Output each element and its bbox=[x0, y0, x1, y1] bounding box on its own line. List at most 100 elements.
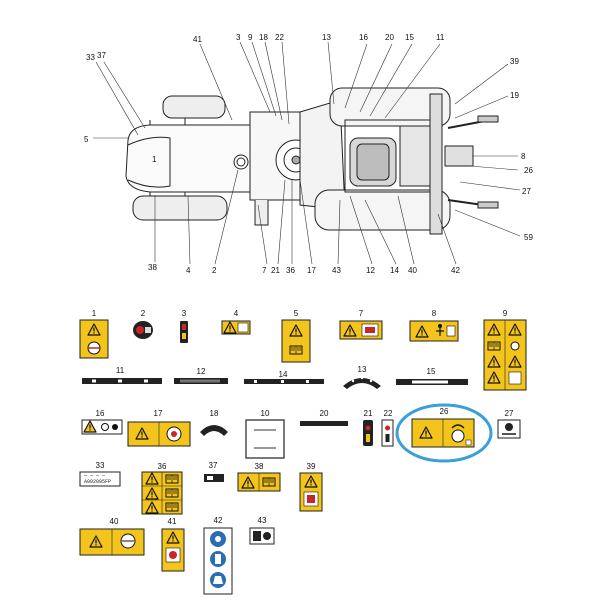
decal-4 bbox=[221, 320, 251, 335]
decal-label-8: 8 bbox=[432, 309, 437, 318]
decal-label-36: 36 bbox=[158, 462, 167, 471]
callout-59: 59 bbox=[524, 233, 533, 242]
decal-label-21: 21 bbox=[364, 409, 373, 418]
decal-label-26: 26 bbox=[440, 407, 449, 416]
callout-1-hood: 1 bbox=[152, 155, 157, 164]
rear-right-fender bbox=[314, 189, 451, 231]
decal-label-20: 20 bbox=[320, 409, 329, 418]
decal-label-10: 10 bbox=[261, 409, 270, 418]
decal-label-3: 3 bbox=[182, 309, 187, 318]
decal-2 bbox=[133, 321, 153, 339]
callout-20: 20 bbox=[385, 33, 394, 42]
callout-39: 39 bbox=[510, 57, 519, 66]
decal-label-15: 15 bbox=[427, 367, 436, 376]
callout-21: 21 bbox=[271, 266, 280, 275]
callout-18: 18 bbox=[259, 33, 268, 42]
decal-33: — — — — A002095FP bbox=[79, 471, 121, 487]
decal-14 bbox=[244, 379, 324, 384]
callout-numbers: 33 37 5 1 41 3 9 18 22 13 16 20 15 11 39… bbox=[84, 33, 533, 275]
decal-3 bbox=[180, 321, 188, 343]
decal-label-33: 33 bbox=[96, 461, 105, 470]
decal-8 bbox=[409, 320, 459, 342]
decal-label-14: 14 bbox=[279, 370, 288, 379]
decal-22 bbox=[381, 419, 394, 447]
decal-37 bbox=[204, 474, 224, 482]
decal-17 bbox=[127, 421, 191, 447]
callout-4: 4 bbox=[186, 266, 191, 275]
callout-8: 8 bbox=[521, 152, 526, 161]
decal-label-37: 37 bbox=[209, 461, 218, 470]
decal-label-39: 39 bbox=[307, 462, 316, 471]
decal-1 bbox=[79, 319, 109, 359]
decal-label-9: 9 bbox=[503, 309, 508, 318]
decal-label-11: 11 bbox=[116, 366, 125, 375]
callout-41: 41 bbox=[193, 35, 202, 44]
callout-42: 42 bbox=[451, 266, 460, 275]
callout-16: 16 bbox=[359, 33, 368, 42]
decal-labels-row1: 1 2 3 4 5 7 8 9 bbox=[92, 309, 508, 318]
decal-36 bbox=[141, 471, 183, 515]
front-right-tire bbox=[132, 195, 228, 221]
decal-label-40: 40 bbox=[110, 517, 119, 526]
callout-12: 12 bbox=[366, 266, 375, 275]
callout-3: 3 bbox=[236, 33, 241, 42]
tractor-top-view bbox=[125, 87, 499, 235]
callout-26: 26 bbox=[524, 166, 533, 175]
callout-17: 17 bbox=[307, 266, 316, 275]
decal-21 bbox=[363, 420, 373, 446]
decal-5 bbox=[281, 319, 311, 363]
decal-label-42: 42 bbox=[214, 516, 223, 525]
decal-label-18: 18 bbox=[210, 409, 219, 418]
callout-5: 5 bbox=[84, 135, 89, 144]
decal-label-43: 43 bbox=[258, 516, 267, 525]
callout-leaders bbox=[93, 41, 521, 265]
decal-33-text: A002095FP bbox=[84, 479, 111, 485]
decal-26[interactable] bbox=[411, 418, 475, 448]
fuel-cap bbox=[233, 154, 249, 170]
decal-40 bbox=[79, 528, 145, 556]
callout-15: 15 bbox=[405, 33, 414, 42]
callout-13: 13 bbox=[322, 33, 331, 42]
callout-40: 40 bbox=[408, 266, 417, 275]
decal-42 bbox=[203, 527, 233, 595]
callout-37: 37 bbox=[97, 51, 106, 60]
callout-19: 19 bbox=[510, 91, 519, 100]
decal-18 bbox=[200, 425, 228, 436]
callout-36: 36 bbox=[286, 266, 295, 275]
callout-38: 38 bbox=[148, 263, 157, 272]
decal-15 bbox=[396, 379, 468, 385]
callout-2: 2 bbox=[212, 266, 217, 275]
decal-labels-row2: 11 12 14 13 15 bbox=[116, 365, 436, 379]
decal-11 bbox=[82, 378, 162, 384]
decal-16 bbox=[81, 419, 123, 435]
decal-label-22: 22 bbox=[384, 409, 393, 418]
decal-7 bbox=[339, 320, 383, 340]
callout-9: 9 bbox=[248, 33, 253, 42]
decal-label-27: 27 bbox=[505, 409, 514, 418]
decal-9 bbox=[483, 319, 527, 391]
decal-13 bbox=[343, 376, 381, 389]
decal-label-7: 7 bbox=[359, 309, 364, 318]
decal-10 bbox=[245, 419, 285, 459]
rear-left-fender bbox=[329, 87, 451, 127]
callout-33: 33 bbox=[86, 53, 95, 62]
decal-12 bbox=[174, 378, 228, 384]
decal-20 bbox=[300, 421, 348, 426]
decal-label-4: 4 bbox=[234, 309, 239, 318]
decal-39 bbox=[299, 472, 323, 512]
rear-hitch bbox=[444, 145, 474, 167]
callout-7: 7 bbox=[262, 266, 267, 275]
decal-label-2: 2 bbox=[141, 309, 146, 318]
decal-label-16: 16 bbox=[96, 409, 105, 418]
front-left-tire bbox=[162, 95, 226, 119]
decal-27 bbox=[497, 419, 521, 439]
callout-22: 22 bbox=[275, 33, 284, 42]
decal-label-38: 38 bbox=[255, 462, 264, 471]
callout-27: 27 bbox=[522, 187, 531, 196]
highlight-ellipse bbox=[395, 403, 493, 463]
decal-label-12: 12 bbox=[197, 367, 206, 376]
decal-labels-row3: 16 17 18 10 20 21 22 26 27 bbox=[96, 407, 514, 418]
decal-label-13: 13 bbox=[358, 365, 367, 374]
callout-14: 14 bbox=[390, 266, 399, 275]
